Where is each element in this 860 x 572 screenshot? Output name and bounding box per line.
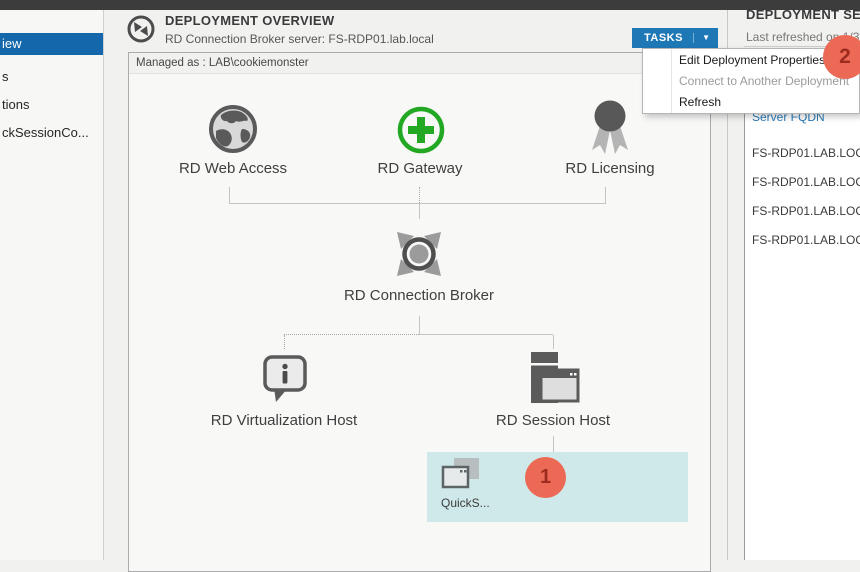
rd-web-access-node[interactable] — [207, 104, 259, 159]
connector-session-host — [553, 335, 554, 349]
rd-gateway-label: RD Gateway — [377, 160, 463, 177]
chevron-down-icon: ▼ — [693, 33, 710, 43]
connector-virtualization-dotted — [284, 335, 285, 349]
annotation-step-2-badge: 2 — [823, 35, 860, 79]
window-top-bar — [0, 0, 860, 10]
connector-broker-stem-top — [419, 204, 420, 219]
server-fqdn-row[interactable]: FS-RDP01.LAB.LOCAL — [752, 233, 860, 247]
connector-broker-stem-bottom — [419, 316, 420, 334]
menu-item-refresh[interactable]: Refresh — [679, 95, 722, 109]
connector-bottom-right — [419, 334, 553, 335]
connector-bottom-left-dotted — [284, 334, 419, 335]
rd-web-access-label: RD Web Access — [178, 160, 288, 177]
overview-card-subtitle: RD Connection Broker server: FS-RDP01.la… — [165, 32, 434, 46]
session-collection-icon — [441, 457, 481, 498]
rd-connection-broker-node[interactable] — [394, 229, 444, 284]
menu-item-edit-deployment-properties[interactable]: Edit Deployment Properties — [679, 53, 826, 67]
menu-icon-gutter — [671, 49, 672, 113]
server-fqdn-list-panel: Server FQDN FS-RDP01.LAB.LOCAL FS-RDP01.… — [744, 104, 860, 560]
rd-licensing-label: RD Licensing — [565, 160, 655, 177]
ribbon-award-icon — [592, 100, 628, 154]
sidebar-item-quicksessioncollection[interactable]: ckSessionCo... — [2, 125, 89, 140]
tasks-button-label: TASKS — [644, 32, 683, 44]
connector-top-horizontal — [229, 203, 606, 204]
rd-session-host-node[interactable] — [528, 351, 580, 412]
connector-gateway-dotted — [419, 187, 420, 203]
rd-licensing-node[interactable] — [588, 100, 632, 163]
connector-web-access — [229, 187, 230, 203]
rd-virtualization-host-label: RD Virtualization Host — [210, 412, 358, 429]
tasks-dropdown-menu: Edit Deployment Properties Connect to An… — [642, 48, 860, 114]
info-bubble-icon — [263, 355, 307, 402]
card-divider — [727, 10, 728, 560]
globe-icon — [209, 105, 257, 153]
server-fqdn-row[interactable]: FS-RDP01.LAB.LOCAL — [752, 204, 860, 218]
rd-virtualization-host-node[interactable] — [258, 352, 312, 409]
rds-deployment-icon — [126, 14, 156, 49]
sidebar: iew s tions ckSessionCo... — [0, 10, 104, 560]
sidebar-item-collections[interactable]: tions — [2, 97, 30, 112]
overview-card-title: DEPLOYMENT OVERVIEW — [165, 13, 335, 28]
deployment-servers-title: DEPLOYMENT SERVERS — [746, 7, 860, 22]
sidebar-item-servers[interactable]: s — [2, 69, 9, 84]
annotation-step-1-badge: 1 — [525, 457, 566, 498]
header-rule — [744, 46, 860, 47]
menu-item-connect-to-another-deployment: Connect to Another Deployment — [679, 74, 850, 88]
connector-collection-tile — [553, 436, 554, 452]
green-plus-icon — [397, 106, 445, 154]
tasks-button[interactable]: TASKS ▼ — [632, 28, 718, 48]
server-window-icon — [531, 352, 580, 403]
sidebar-item-overview[interactable]: iew — [0, 33, 103, 55]
server-fqdn-row[interactable]: FS-RDP01.LAB.LOCAL — [752, 146, 860, 160]
rd-connection-broker-label: RD Connection Broker — [343, 287, 495, 304]
rd-session-host-label: RD Session Host — [495, 412, 611, 429]
collection-tile-label: QuickS... — [441, 496, 490, 510]
server-fqdn-row[interactable]: FS-RDP01.LAB.LOCAL — [752, 175, 860, 189]
managed-as-bar: Managed as : LAB\cookiemonster — [129, 53, 710, 74]
broker-arrows-icon — [397, 232, 441, 276]
connector-licensing — [605, 187, 606, 203]
rd-gateway-node[interactable] — [396, 105, 446, 160]
